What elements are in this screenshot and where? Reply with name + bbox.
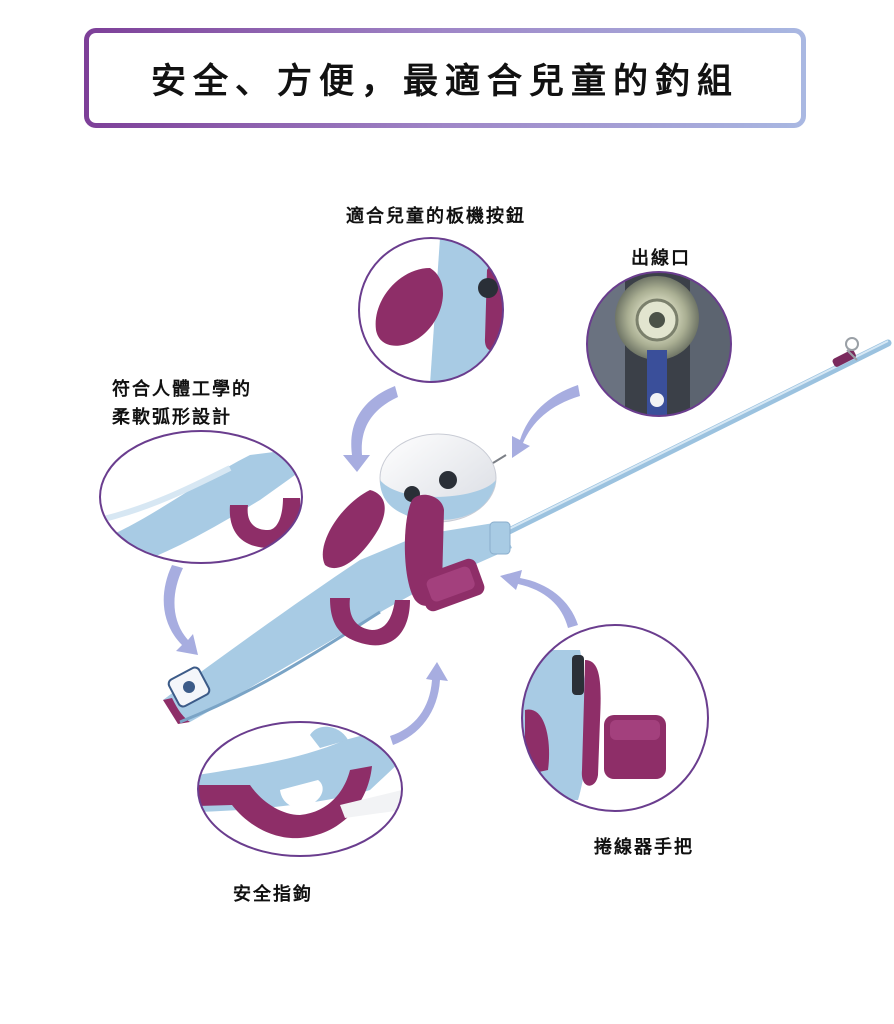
label-safety-hook: 安全指鉤 bbox=[233, 884, 313, 905]
callout-safety-hook bbox=[197, 721, 403, 857]
callout-reel-handle bbox=[521, 624, 709, 812]
callout-ergonomic-grip bbox=[99, 430, 303, 564]
label-line-outlet: 出線口 bbox=[631, 248, 691, 269]
callout-arrows bbox=[163, 385, 580, 745]
brand-sticker bbox=[167, 666, 211, 708]
label-reel-handle: 捲線器手把 bbox=[594, 837, 694, 858]
callout-trigger-button bbox=[358, 237, 504, 383]
title-banner: 安全、方便，最適合兒童的釣組 bbox=[84, 28, 806, 128]
callout-line-outlet bbox=[586, 271, 732, 417]
label-ergonomic-grip-line-1: 符合人體工學的 bbox=[112, 379, 252, 400]
label-trigger-button: 適合兒童的板機按鈕 bbox=[346, 206, 526, 227]
label-ergonomic-grip: 符合人體工學的 柔軟弧形設計 bbox=[112, 376, 252, 432]
reel bbox=[322, 433, 507, 612]
page-title: 安全、方便，最適合兒童的釣組 bbox=[150, 60, 739, 102]
label-ergonomic-grip-line-2: 柔軟弧形設計 bbox=[112, 407, 232, 428]
rod-blank bbox=[501, 337, 892, 537]
